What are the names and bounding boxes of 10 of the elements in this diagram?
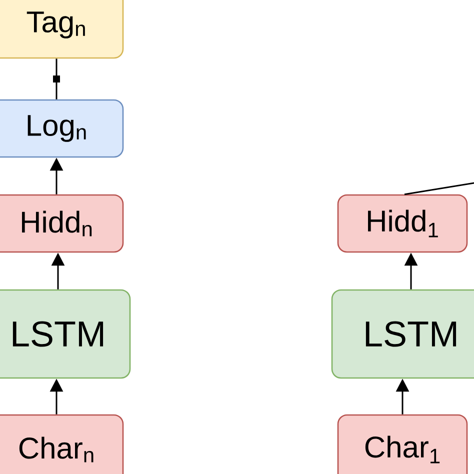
process-box: Hidd$_{n}$ — [0, 194, 124, 253]
input-box: Char$_{n}$ — [0, 414, 124, 474]
line — [404, 181, 474, 196]
output-box: Tag$_{n}$ — [0, 0, 124, 59]
connector — [53, 58, 60, 100]
process-box: LSTM — [331, 289, 474, 379]
process-box: Hidd$_{1}$ — [337, 194, 468, 253]
process-box: Log$_{n}$ — [0, 99, 124, 158]
input-box: Char$_{1}$ — [337, 414, 468, 474]
process-box: LSTM — [0, 289, 131, 379]
